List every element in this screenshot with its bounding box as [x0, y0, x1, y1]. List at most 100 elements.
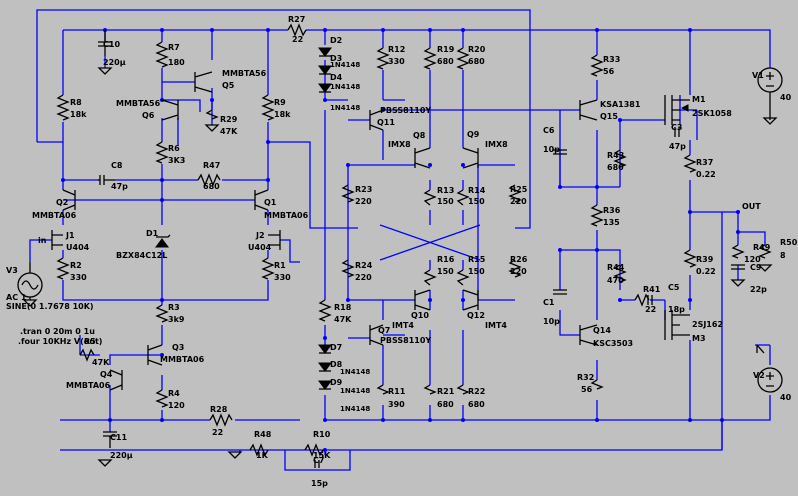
- label-R24: R24: [355, 261, 373, 270]
- label-IMT4-q10: IMT4: [392, 321, 414, 330]
- resistors: [56, 23, 772, 457]
- label-R8-value: 18k: [70, 110, 87, 119]
- label-D3: D3: [330, 54, 342, 63]
- label-R3: R3: [168, 303, 180, 312]
- label-R14: R14: [468, 186, 486, 195]
- label-AC1: AC 1: [6, 293, 27, 302]
- label-C6-value: 10p: [543, 145, 560, 154]
- label-MMBTA06-q4: MMBTA06: [66, 381, 111, 390]
- label-V3-sine: SINE(0 1.7678 10K): [6, 302, 94, 311]
- label-R1-value: 330: [274, 273, 291, 282]
- label-R10: R10: [313, 430, 331, 439]
- label-M1: M1: [692, 95, 706, 104]
- label-R15: R15: [468, 255, 486, 264]
- label-C11-value: 220µ: [110, 451, 133, 460]
- label-R8: R8: [70, 98, 82, 107]
- label-V1-value: 40: [780, 93, 792, 102]
- label-D1-value: BZX84C12L: [116, 251, 167, 260]
- label-D4-value: 1N4148: [330, 83, 360, 91]
- label-R26: R26: [510, 255, 528, 264]
- label-R11: R11: [388, 387, 406, 396]
- label-IMX8-q9: IMX8: [485, 140, 508, 149]
- label-R2: R2: [70, 261, 82, 270]
- label-R25-value: 220: [510, 197, 527, 206]
- wire-net: [29, 9, 771, 471]
- label-R22: R22: [468, 387, 485, 396]
- label-Q15: Q15: [600, 112, 618, 121]
- label-R9: R9: [274, 98, 286, 107]
- label-C11: C11: [110, 433, 127, 442]
- label-C9: C9: [750, 263, 762, 272]
- label-C1: C1: [543, 298, 555, 307]
- label-D5-value: 1N4148: [330, 104, 360, 112]
- label-R50-value: 8: [780, 251, 786, 260]
- label-R37-value: 0.22: [696, 170, 716, 179]
- label-KSA1381: KSA1381: [600, 100, 641, 109]
- label-Q12: Q12: [467, 311, 485, 320]
- label-R13-value: 150: [437, 197, 454, 206]
- label-R5-value: 47K: [92, 358, 110, 367]
- label-D10-value: 1N4148: [340, 405, 370, 413]
- label-M3: M3: [692, 334, 706, 343]
- label-R29: R29: [220, 115, 238, 124]
- label-D3-value: 1N4148: [330, 61, 360, 69]
- label-J2: J2: [255, 231, 265, 240]
- label-R33: R33: [603, 55, 620, 64]
- label-R23-value: 220: [355, 197, 372, 206]
- label-R20: R20: [468, 45, 486, 54]
- label-PBSS8110Y-q11: PBSS8110Y: [380, 106, 431, 115]
- label-R14-value: 150: [468, 197, 485, 206]
- label-R27: R27: [288, 15, 305, 24]
- label-Q10: Q10: [411, 311, 429, 320]
- label-Q14: Q14: [593, 326, 611, 335]
- label-R12-value: 330: [388, 57, 405, 66]
- label-IMX8-q8: IMX8: [388, 140, 411, 149]
- label-R18-value: 47K: [334, 315, 352, 324]
- label-R44-value: 470: [607, 276, 624, 285]
- label-Q3: Q3: [172, 343, 184, 352]
- label-D9-value: 1N4148: [340, 387, 370, 395]
- label-C7: C7: [313, 456, 324, 465]
- label-C3: C3: [671, 123, 682, 132]
- label-C9-value: 22p: [750, 285, 767, 294]
- label-R32-value: 56: [581, 385, 593, 394]
- label-R7-value: 180: [168, 58, 185, 67]
- label-Q4: Q4: [100, 370, 113, 379]
- label-R36: R36: [603, 206, 621, 215]
- label-Q8: Q8: [413, 131, 426, 140]
- label-R41-value: 22: [645, 305, 656, 314]
- label-Q5: Q5: [222, 81, 235, 90]
- label-C3-value: 47p: [669, 142, 686, 151]
- label-C10: C10: [103, 40, 120, 49]
- label-V3: V3: [6, 266, 18, 275]
- voltage-sources: [17, 67, 783, 393]
- label-IMT4-q12: IMT4: [485, 321, 507, 330]
- ground-symbols: [22, 67, 778, 467]
- label-R37: R37: [696, 158, 713, 167]
- label-R25: R25: [510, 185, 528, 194]
- label-in: in: [38, 236, 47, 245]
- label-four-directive: .four 10KHz V(out): [18, 337, 102, 346]
- label-R16: R16: [437, 255, 455, 264]
- label-MMBTA56-q6: MMBTA56: [116, 99, 161, 108]
- label-R33-value: 56: [603, 67, 615, 76]
- label-R48-value: 1K: [256, 451, 269, 460]
- label-R10-value: 15K: [313, 451, 331, 460]
- component-labels: C10 220µ R7 180 MMBTA56 Q5 MMBTA56 Q6 R2…: [6, 15, 798, 488]
- label-Q11: Q11: [377, 118, 395, 127]
- label-R19-value: 680: [437, 57, 454, 66]
- label-R16-value: 150: [437, 267, 454, 276]
- label-C7-value: 15p: [311, 479, 328, 488]
- label-V1: V1: [752, 71, 764, 80]
- label-R12: R12: [388, 45, 405, 54]
- label-R7: R7: [168, 43, 180, 52]
- label-R49-value: 120: [744, 255, 761, 264]
- label-MMBTA06-q3: MMBTA06: [160, 355, 205, 364]
- label-R4-value: 120: [168, 401, 185, 410]
- label-R6-value: 3K3: [168, 156, 185, 165]
- label-C6: C6: [543, 126, 555, 135]
- label-R28: R28: [210, 405, 228, 414]
- label-D4: D4: [330, 73, 343, 82]
- diodes: [155, 47, 332, 390]
- label-V2-value: 40: [780, 393, 792, 402]
